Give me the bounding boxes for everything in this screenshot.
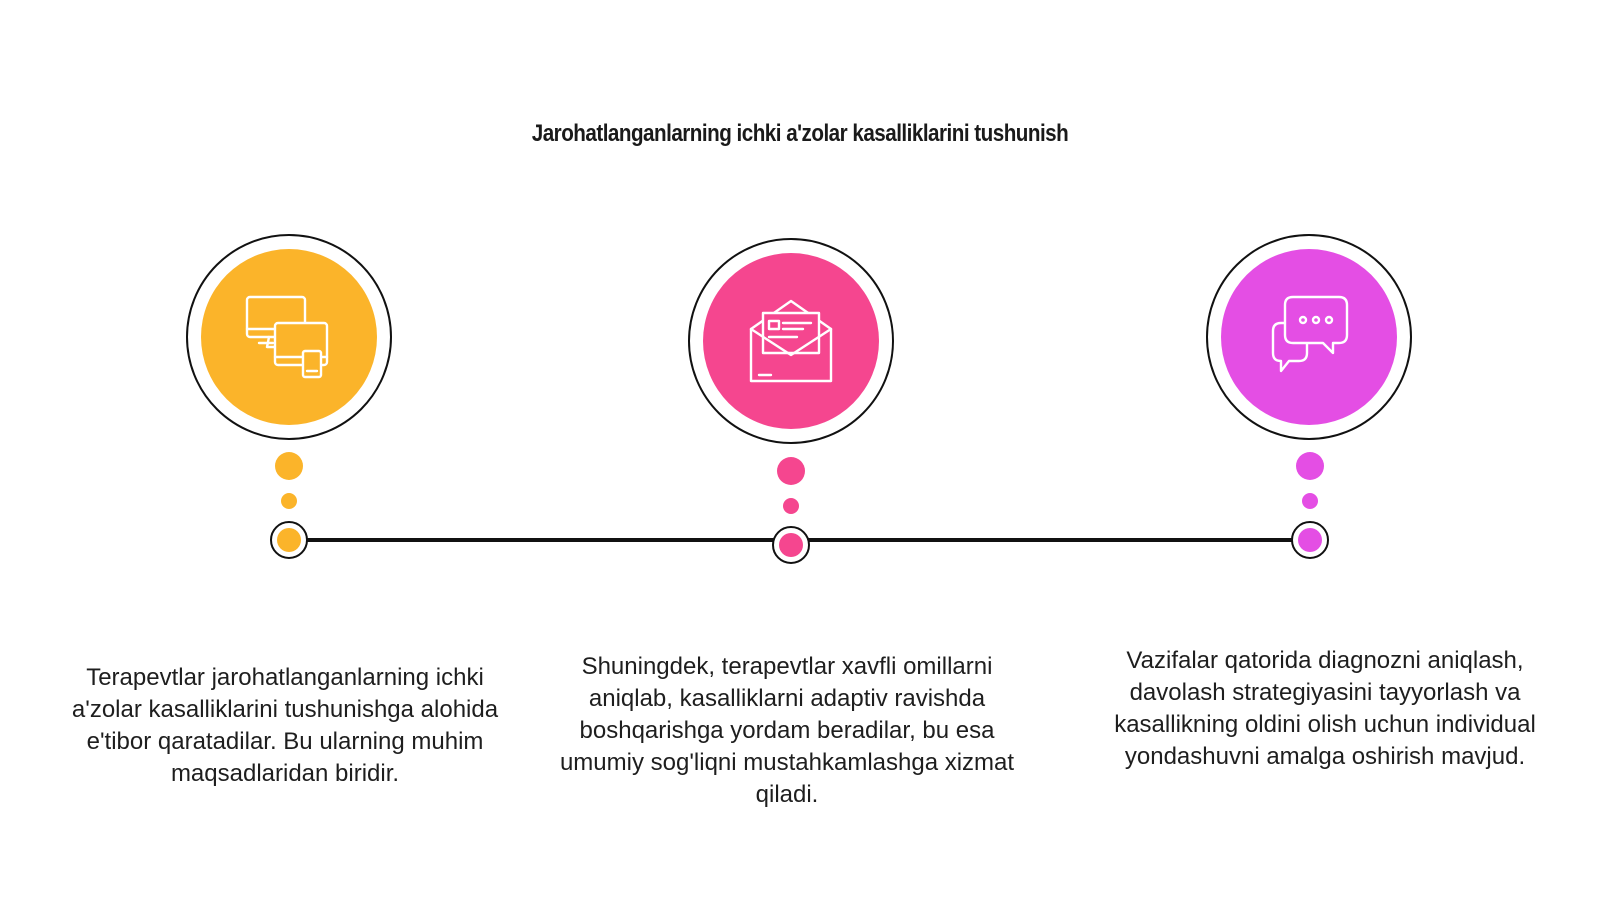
- step-1-node-fill: [277, 528, 301, 552]
- step-3-node-fill: [1298, 528, 1322, 552]
- step-2-timeline-node: [772, 526, 810, 564]
- step-3-timeline-node: [1291, 521, 1329, 559]
- step-3-connector-dot-large: [1296, 452, 1324, 480]
- step-1-icon-fill: [201, 249, 377, 425]
- step-2-description: Shuningdek, terapevtlar xavfli omillarni…: [559, 653, 1015, 808]
- step-1-connector-dot-small: [281, 493, 297, 509]
- step-1-icon-circle: [186, 234, 392, 440]
- step-2-icon-fill: [703, 253, 879, 429]
- step-3-description: Vazifalar qatorida diagnozni aniqlash, d…: [1114, 647, 1536, 770]
- step-2-icon-circle: [688, 238, 894, 444]
- step-2-connector-dot-small: [783, 498, 799, 514]
- envelope-letter-icon: [749, 299, 833, 383]
- step-2-node-fill: [779, 533, 803, 557]
- step-1-description: Terapevtlar jarohatlanganlarning ichki a…: [71, 664, 499, 787]
- step-2-connector-dot-large: [777, 457, 805, 485]
- step-3-icon-circle: [1206, 234, 1412, 440]
- step-3-icon-fill: [1221, 249, 1397, 425]
- step-3-connector-dot-small: [1302, 493, 1318, 509]
- devices-icon: [245, 295, 329, 379]
- step-1-connector-dot-large: [275, 452, 303, 480]
- step-1-timeline-node: [270, 521, 308, 559]
- diagram-title: Jarohatlanganlarning ichki a'zolar kasal…: [531, 120, 1069, 147]
- chat-bubbles-icon: [1271, 295, 1349, 373]
